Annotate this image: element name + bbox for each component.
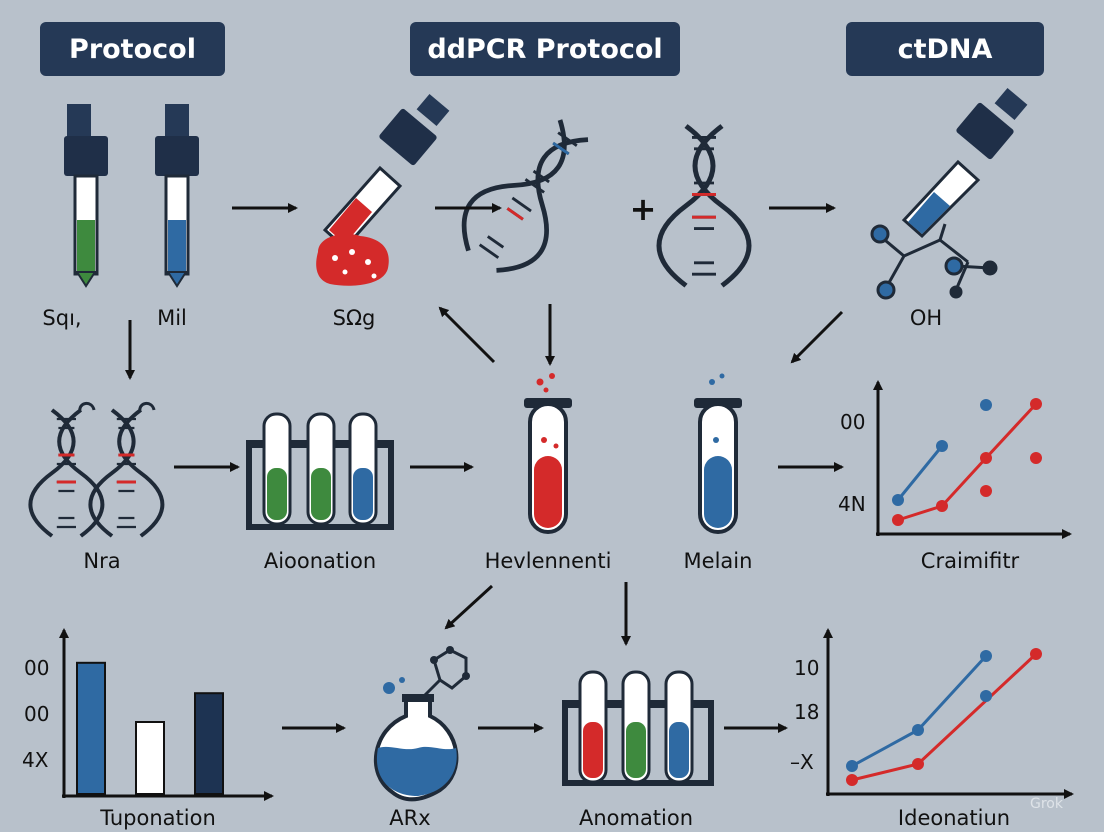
chart-top-point: [936, 440, 948, 452]
label-sog: SΩg: [332, 306, 376, 330]
label-aionation: Aioonation: [263, 549, 377, 573]
chart-bottom-blue-line: [851, 654, 988, 768]
header-ddpcr-protocol: ddPCR Protocol: [410, 22, 680, 76]
chart-top-point: [1030, 452, 1042, 464]
arrow: [790, 310, 844, 364]
test-tube-rack-icon: [246, 412, 394, 530]
flow-arrows: [125, 203, 844, 733]
red-test-tube-icon: [524, 373, 572, 534]
bar-chart: [59, 628, 274, 801]
label-hevlennenti: Hevlennenti: [484, 549, 612, 573]
label-craimifitr: Craimifitr: [920, 549, 1020, 573]
chart-bottom-tick: 18: [794, 700, 820, 724]
chart-top-tick: 00: [840, 410, 866, 434]
chart-top-point: [980, 399, 992, 411]
chart-bottom-point: [912, 724, 924, 736]
label-nra: Nra: [83, 549, 121, 573]
pipette-red-icon: [322, 93, 450, 251]
chart-bottom-point: [980, 690, 992, 702]
plus-sign: +: [630, 190, 657, 228]
chart-top-red-line: [897, 402, 1038, 522]
chart-bottom-point: [912, 758, 924, 770]
dna-helix-icon: [659, 126, 749, 286]
dna-pair-icon: [30, 402, 162, 536]
line-chart-top: [873, 380, 1072, 539]
chart-bottom-point: [1030, 648, 1042, 660]
chart-bottom-tick: 10: [794, 656, 820, 680]
chart-bottom-point: [980, 650, 992, 662]
arrow: [438, 306, 496, 364]
chart-bottom-point: [846, 774, 858, 786]
bar-chart-tick: 4X: [22, 748, 49, 772]
label-sqi: Sqı,: [42, 306, 82, 330]
chart-top-point: [892, 514, 904, 526]
blue-test-tube-icon: [694, 373, 742, 534]
chart-top-point: [1030, 398, 1042, 410]
chart-bottom-point: [846, 760, 858, 772]
bar-chart-tick: 00: [24, 702, 50, 726]
molecule-icon: [870, 223, 998, 300]
header-protocol: Protocol: [40, 22, 225, 76]
bar-chart-bar: [76, 661, 106, 795]
label-oh: OH: [909, 306, 943, 330]
test-tube-rack-bottom-icon: [562, 670, 714, 786]
dna-helix-tilted-icon: [447, 105, 609, 285]
header-ctdna: ctDNA: [846, 22, 1044, 76]
red-sample-blob-icon: [316, 233, 389, 286]
chart-top-point: [980, 452, 992, 464]
bar-chart-bar: [135, 721, 165, 795]
label-mil: Mil: [157, 306, 187, 330]
chart-top-point: [936, 500, 948, 512]
pipette-blue-icon: [155, 104, 199, 288]
watermark: Grok: [1030, 796, 1063, 812]
pipette-blue-tilted-icon: [901, 87, 1028, 239]
arrow: [444, 584, 494, 630]
flask-icon: [374, 646, 470, 802]
label-ideonatiun: Ideonatiun: [897, 806, 1011, 830]
chart-bottom-tick: –X: [790, 750, 814, 774]
pipette-green-icon: [64, 104, 108, 288]
chart-top-tick: 4N: [838, 492, 866, 516]
bar-chart-bar: [194, 692, 224, 796]
label-arx: ARx: [389, 806, 431, 830]
chart-top-point: [892, 494, 904, 506]
label-tuponation: Tuponation: [100, 806, 216, 830]
bar-chart-tick: 00: [24, 656, 50, 680]
chart-top-point: [980, 485, 992, 497]
label-melain: Melain: [683, 549, 753, 573]
label-anomation: Anomation: [578, 806, 694, 830]
chart-bottom-red-line: [851, 652, 1038, 782]
line-chart-bottom: [823, 628, 1074, 799]
chart-top-blue-line: [896, 445, 944, 501]
